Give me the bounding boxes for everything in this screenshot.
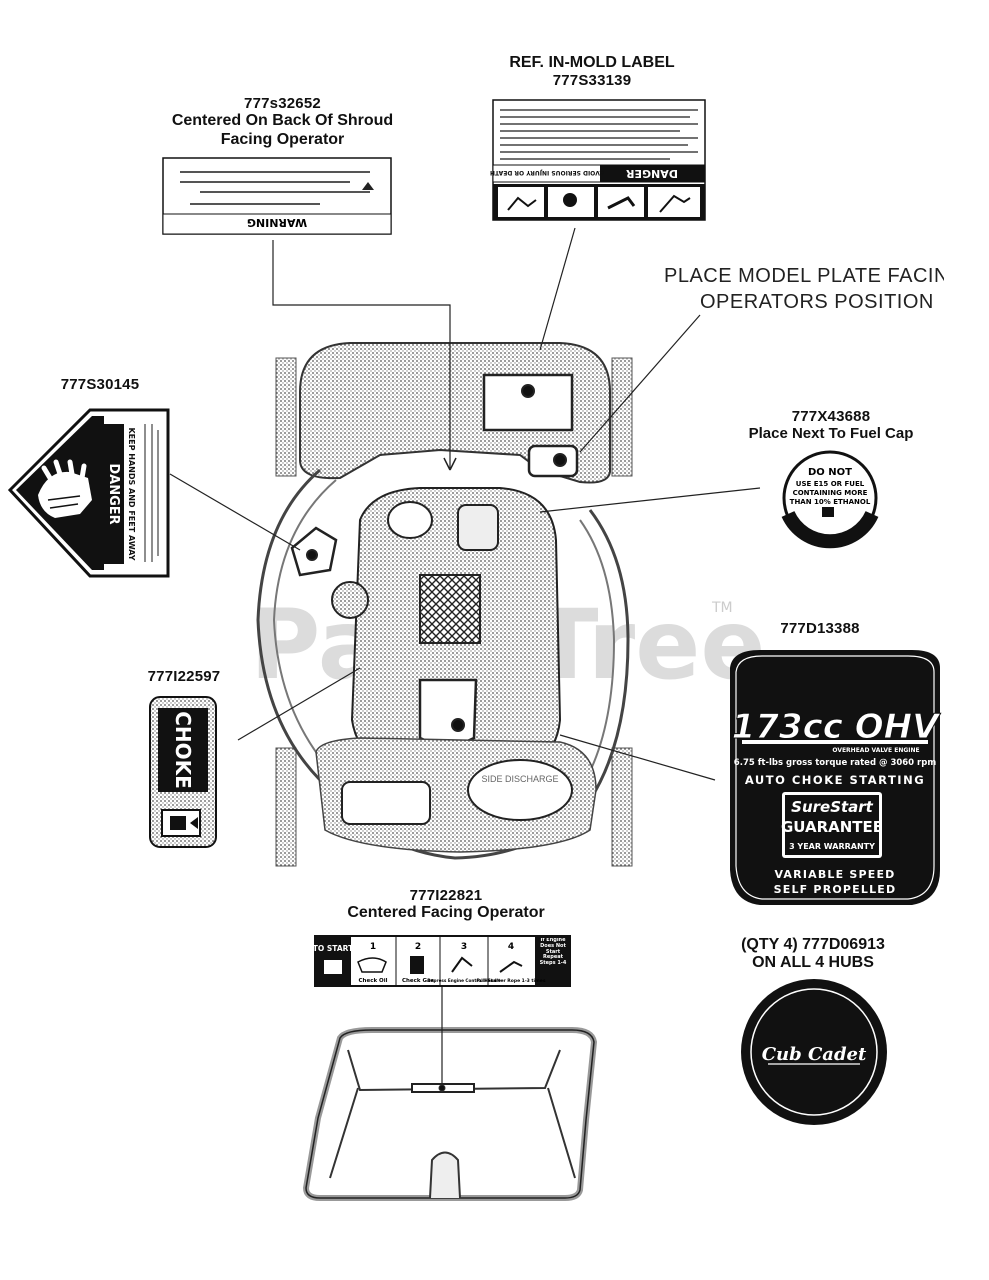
svg-text:2: 2 [415,942,421,952]
warning-decal: WARNING [162,157,392,235]
start-label-part: 777I22821 [409,887,483,904]
svg-text:GUARANTEE: GUARANTEE [781,818,883,836]
svg-text:3: 3 [461,942,467,952]
svg-text:Depress Engine Control Handle: Depress Engine Control Handle [427,978,501,983]
choke-label-callout: 777I22597 [124,668,244,685]
engine-label-callout: 777D13388 [760,620,880,637]
svg-text:DANGER: DANGER [626,167,678,180]
mower-deck-illustration [256,342,633,867]
svg-text:AUTO CHOKE STARTING: AUTO CHOKE STARTING [745,773,925,787]
svg-text:DO NOT: DO NOT [808,467,852,478]
model-plate-line1: PLACE MODEL PLATE FACIN [664,265,944,287]
svg-text:CONTAINING MORE: CONTAINING MORE [793,489,868,497]
inmold-label-callout: REF. IN-MOLD LABEL 777S33139 [492,54,692,90]
model-plate-line2: OPERATORS POSITION [700,291,934,313]
engine-grille [419,574,481,644]
hub-decal: Cub Cadet [741,979,887,1125]
engine-decal: 173cc OHV OVERHEAD VALVE ENGINE 6.75 ft-… [730,650,942,905]
danger-hands-decal: DANGER KEEP HANDS AND FEET AWAY [7,408,170,578]
hubs-label-line2: ON ALL 4 HUBS [752,954,874,972]
hubs-label-line1: (QTY 4) 777D06913 [741,936,885,953]
wheel-front-left [275,357,297,477]
svg-text:Check Gas: Check Gas [402,978,435,984]
wheel-front-right [611,357,633,477]
shroud-label-line2: Facing Operator [220,130,345,148]
svg-text:6.75 ft-lbs gross torque rated: 6.75 ft-lbs gross torque rated @ 3060 rp… [734,758,937,768]
choke-decal: CHOKE [149,696,217,848]
inmold-label-title: REF. IN-MOLD LABEL [509,54,675,71]
svg-text:TO START: TO START [313,944,354,953]
svg-text:4: 4 [508,942,514,952]
shroud-label-callout: 777s32652 Centered On Back Of Shroud Fac… [150,95,415,149]
shroud-label-line1: Centered On Back Of Shroud [171,112,394,130]
svg-text:VARIABLE SPEED: VARIABLE SPEED [774,868,895,881]
deck-outline [256,468,630,860]
danger-label-callout: 777S30145 [40,376,160,393]
fuel-decal: DO NOT USE E15 OR FUEL CONTAINING MORE T… [781,450,879,549]
fuel-cap-label-desc: Place Next To Fuel Cap [748,425,914,443]
svg-text:SureStart: SureStart [791,798,874,816]
shroud-label-part: 777s32652 [244,95,321,112]
side-discharge-label: SIDE DISCHARGE [481,774,558,784]
svg-text:Pull Starter Rope 1-3 times: Pull Starter Rope 1-3 times [477,978,546,984]
svg-text:3 YEAR WARRANTY: 3 YEAR WARRANTY [789,842,875,851]
start-label-callout: 777I22821 Centered Facing Operator [316,887,576,923]
svg-text:CHOKE: CHOKE [171,711,195,789]
svg-text:1: 1 [370,942,376,952]
svg-text:OVERHEAD VALVE ENGINE: OVERHEAD VALVE ENGINE [832,747,919,754]
start-label-desc: Centered Facing Operator [347,904,545,922]
svg-text:WARNING: WARNING [247,216,307,229]
model-plate-callout: PLACE MODEL PLATE FACIN OPERATORS POSITI… [664,263,944,315]
svg-text:USE E15 OR FUEL: USE E15 OR FUEL [796,480,865,488]
watermark-tm: TM [711,600,733,616]
wheel-rear-left [275,747,297,867]
start-decal: TO START 1 Check Oil 2 Check Gas 3 Depre… [313,935,571,987]
engine-label-spot [418,678,478,747]
leader-lines [169,227,761,1085]
wheel-rear-right [611,747,633,867]
svg-text:THAN 10% ETHANOL: THAN 10% ETHANOL [790,498,871,506]
fuel-cap-label-part: 777X43688 [791,408,871,425]
handle-illustration [302,1027,598,1201]
svg-text:KEEP HANDS AND FEET AWAY: KEEP HANDS AND FEET AWAY [127,427,136,560]
choke-label-part: 777I22597 [147,668,221,685]
svg-text:DANGER: DANGER [106,463,121,524]
hubs-label-callout: (QTY 4) 777D06913 ON ALL 4 HUBS [718,936,908,973]
engine-label-part: 777D13388 [780,620,860,637]
fuel-cap-label-callout: 777X43688 Place Next To Fuel Cap [716,408,946,443]
svg-text:AVOID SERIOUS INJURY OR DEATH: AVOID SERIOUS INJURY OR DEATH [490,169,604,176]
svg-text:SELF PROPELLED: SELF PROPELLED [774,883,897,896]
danger-label-part: 777S30145 [60,376,140,393]
svg-text:Check Oil: Check Oil [359,978,388,984]
inmold-label-spot [482,373,574,432]
inmold-danger-decal: DANGER AVOID SERIOUS INJURY OR DEATH [490,99,706,221]
model-plate-spot [527,444,579,478]
svg-text:Cub Cadet: Cub Cadet [762,1044,867,1065]
inmold-label-part: 777S33139 [552,72,632,90]
